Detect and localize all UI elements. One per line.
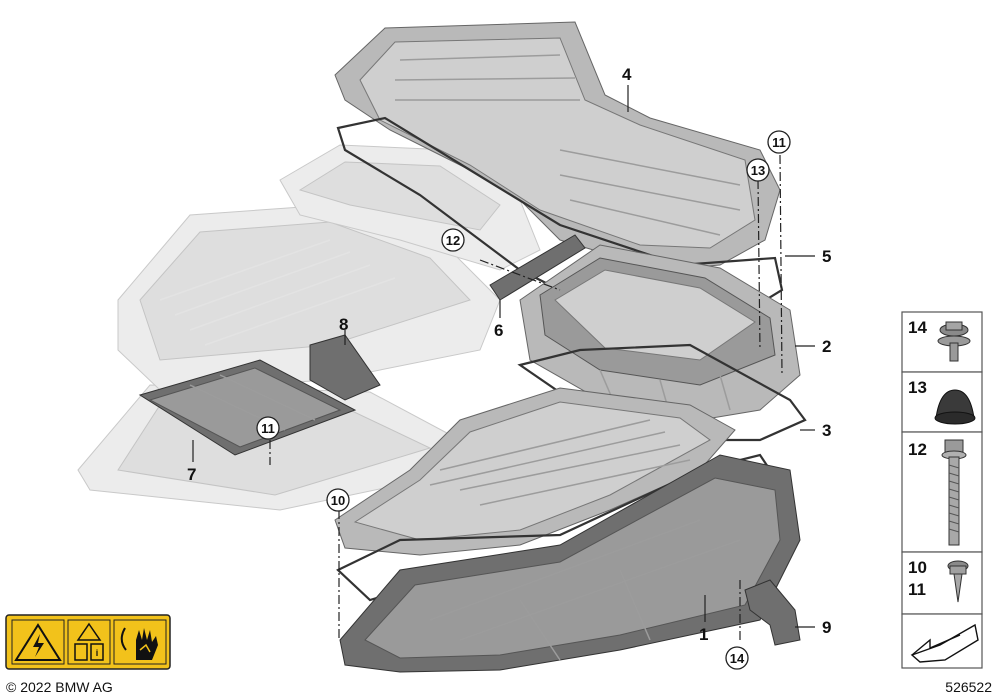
diagram-number: 526522 <box>945 679 992 695</box>
panel-label-12: 12 <box>908 440 927 459</box>
callout-circle-13: 13 <box>746 158 770 182</box>
panel-label-14: 14 <box>908 318 927 337</box>
hot-surface-glove-icon <box>113 619 167 665</box>
part-9-bracket <box>744 579 801 646</box>
svg-text:i: i <box>96 648 99 658</box>
part-8-module <box>309 334 381 401</box>
callout-circle-11-top: 11 <box>767 130 791 154</box>
callout-circle-12: 12 <box>441 228 465 252</box>
panel-label-10: 10 <box>908 558 927 577</box>
svg-text:11: 11 <box>261 421 275 436</box>
warning-label: i <box>5 614 171 670</box>
svg-text:10: 10 <box>331 493 345 508</box>
svg-text:11: 11 <box>772 135 786 150</box>
svg-text:12: 12 <box>446 233 460 248</box>
ghost-assembled-battery <box>77 144 541 511</box>
callout-circle-11-left: 11 <box>256 416 280 440</box>
installation-direction-icon <box>910 623 979 663</box>
hex-bolt-icon <box>941 439 967 546</box>
ghost-cover-ribs <box>159 239 396 346</box>
callout-1: 1 <box>699 625 708 644</box>
callout-9: 9 <box>822 618 831 637</box>
fastener-axis-lines <box>269 154 783 640</box>
fastener-panel: 14 13 12 10 11 <box>901 311 983 669</box>
battery-module-cover <box>334 387 736 556</box>
panel-label-11: 11 <box>908 580 926 599</box>
callout-circle-10: 10 <box>326 488 350 512</box>
part-4-top-cover <box>334 21 781 271</box>
svg-text:13: 13 <box>751 163 765 178</box>
callout-5: 5 <box>822 247 831 266</box>
cap-nut-icon <box>934 389 976 425</box>
callout-circle-14: 14 <box>725 646 749 670</box>
self-tapping-screw-icon <box>947 560 969 603</box>
callout-6: 6 <box>494 321 503 340</box>
part-1-lower-tray <box>339 454 801 673</box>
callout-8: 8 <box>339 315 348 334</box>
part-5-gasket <box>336 116 784 342</box>
part-2-upper-housing <box>519 244 801 421</box>
high-voltage-warning-icon <box>11 619 65 665</box>
combination-bolt-icon <box>937 321 971 362</box>
module-cover-ribs <box>429 419 691 506</box>
copyright-text: © 2022 BMW AG <box>6 679 113 695</box>
svg-text:14: 14 <box>730 651 745 666</box>
panel-label-13: 13 <box>908 378 927 397</box>
callout-7: 7 <box>187 465 196 484</box>
read-manual-icon: i <box>67 619 111 665</box>
part-6-bracket <box>489 234 586 301</box>
callout-3: 3 <box>822 421 831 440</box>
callout-2: 2 <box>822 337 831 356</box>
part-4-cover-ribs <box>394 54 741 236</box>
callout-4: 4 <box>622 65 632 84</box>
callout-leaders <box>192 85 815 628</box>
callouts: 4 5 2 3 1 9 6 8 7 11 13 12 11 10 1 <box>187 65 831 670</box>
